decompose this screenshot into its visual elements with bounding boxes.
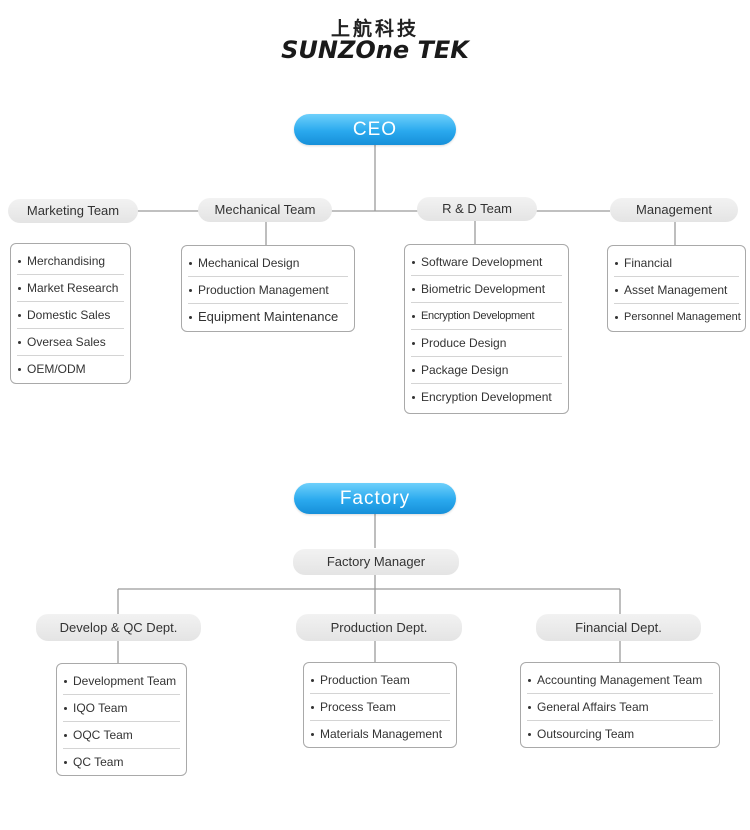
list-item: IQO Team bbox=[63, 695, 180, 722]
list-item: Materials Management bbox=[310, 721, 450, 747]
list-item: OEM/ODM bbox=[17, 356, 124, 382]
list-item: QC Team bbox=[63, 749, 180, 775]
list-item: Personnel Management bbox=[614, 304, 741, 330]
list-item: Equipment Maintenance bbox=[188, 304, 348, 330]
marketing-team-node: Marketing Team bbox=[8, 199, 138, 223]
management-list: Financial Asset Management Personnel Man… bbox=[607, 245, 746, 332]
logo-english-text: SUNZOne TEK bbox=[281, 36, 469, 64]
list-item: Process Team bbox=[310, 694, 450, 721]
financial-dept-list: Accounting Management Team General Affai… bbox=[520, 662, 720, 748]
list-item: Domestic Sales bbox=[17, 302, 124, 329]
develop-qc-dept-node: Develop & QC Dept. bbox=[36, 614, 201, 641]
list-item: Market Research bbox=[17, 275, 124, 302]
list-item: Package Design bbox=[411, 357, 562, 384]
list-item: Development Team bbox=[63, 668, 180, 695]
list-item: Production Team bbox=[310, 667, 450, 694]
financial-dept-node: Financial Dept. bbox=[536, 614, 701, 641]
list-item: Outsourcing Team bbox=[527, 721, 713, 747]
list-item: Software Development bbox=[411, 249, 562, 276]
list-item: Accounting Management Team bbox=[527, 667, 713, 694]
rnd-team-list: Software Development Biometric Developme… bbox=[404, 244, 569, 414]
marketing-team-list: Merchandising Market Research Domestic S… bbox=[10, 243, 131, 384]
ceo-node: CEO bbox=[294, 114, 456, 145]
production-dept-node: Production Dept. bbox=[296, 614, 462, 641]
list-item: Production Management bbox=[188, 277, 348, 304]
list-item: Biometric Development bbox=[411, 276, 562, 303]
list-item: Encryption Development bbox=[411, 303, 562, 330]
list-item: Asset Management bbox=[614, 277, 739, 304]
list-item: OQC Team bbox=[63, 722, 180, 749]
list-item: Oversea Sales bbox=[17, 329, 124, 356]
list-item: Encryption Development bbox=[411, 384, 562, 410]
production-dept-list: Production Team Process Team Materials M… bbox=[303, 662, 457, 748]
list-item: Mechanical Design bbox=[188, 250, 348, 277]
list-item: General Affairs Team bbox=[527, 694, 713, 721]
list-item: Financial bbox=[614, 250, 739, 277]
factory-manager-node: Factory Manager bbox=[293, 549, 459, 575]
management-node: Management bbox=[610, 198, 738, 222]
develop-qc-list: Development Team IQO Team OQC Team QC Te… bbox=[56, 663, 187, 776]
logo-chinese-text: 上航科技 bbox=[330, 18, 419, 40]
rnd-team-node: R & D Team bbox=[417, 197, 537, 221]
list-item: Merchandising bbox=[17, 248, 124, 275]
mechanical-team-list: Mechanical Design Production Management … bbox=[181, 245, 355, 332]
mechanical-team-node: Mechanical Team bbox=[198, 198, 332, 222]
factory-node: Factory bbox=[294, 483, 456, 514]
list-item: Produce Design bbox=[411, 330, 562, 357]
